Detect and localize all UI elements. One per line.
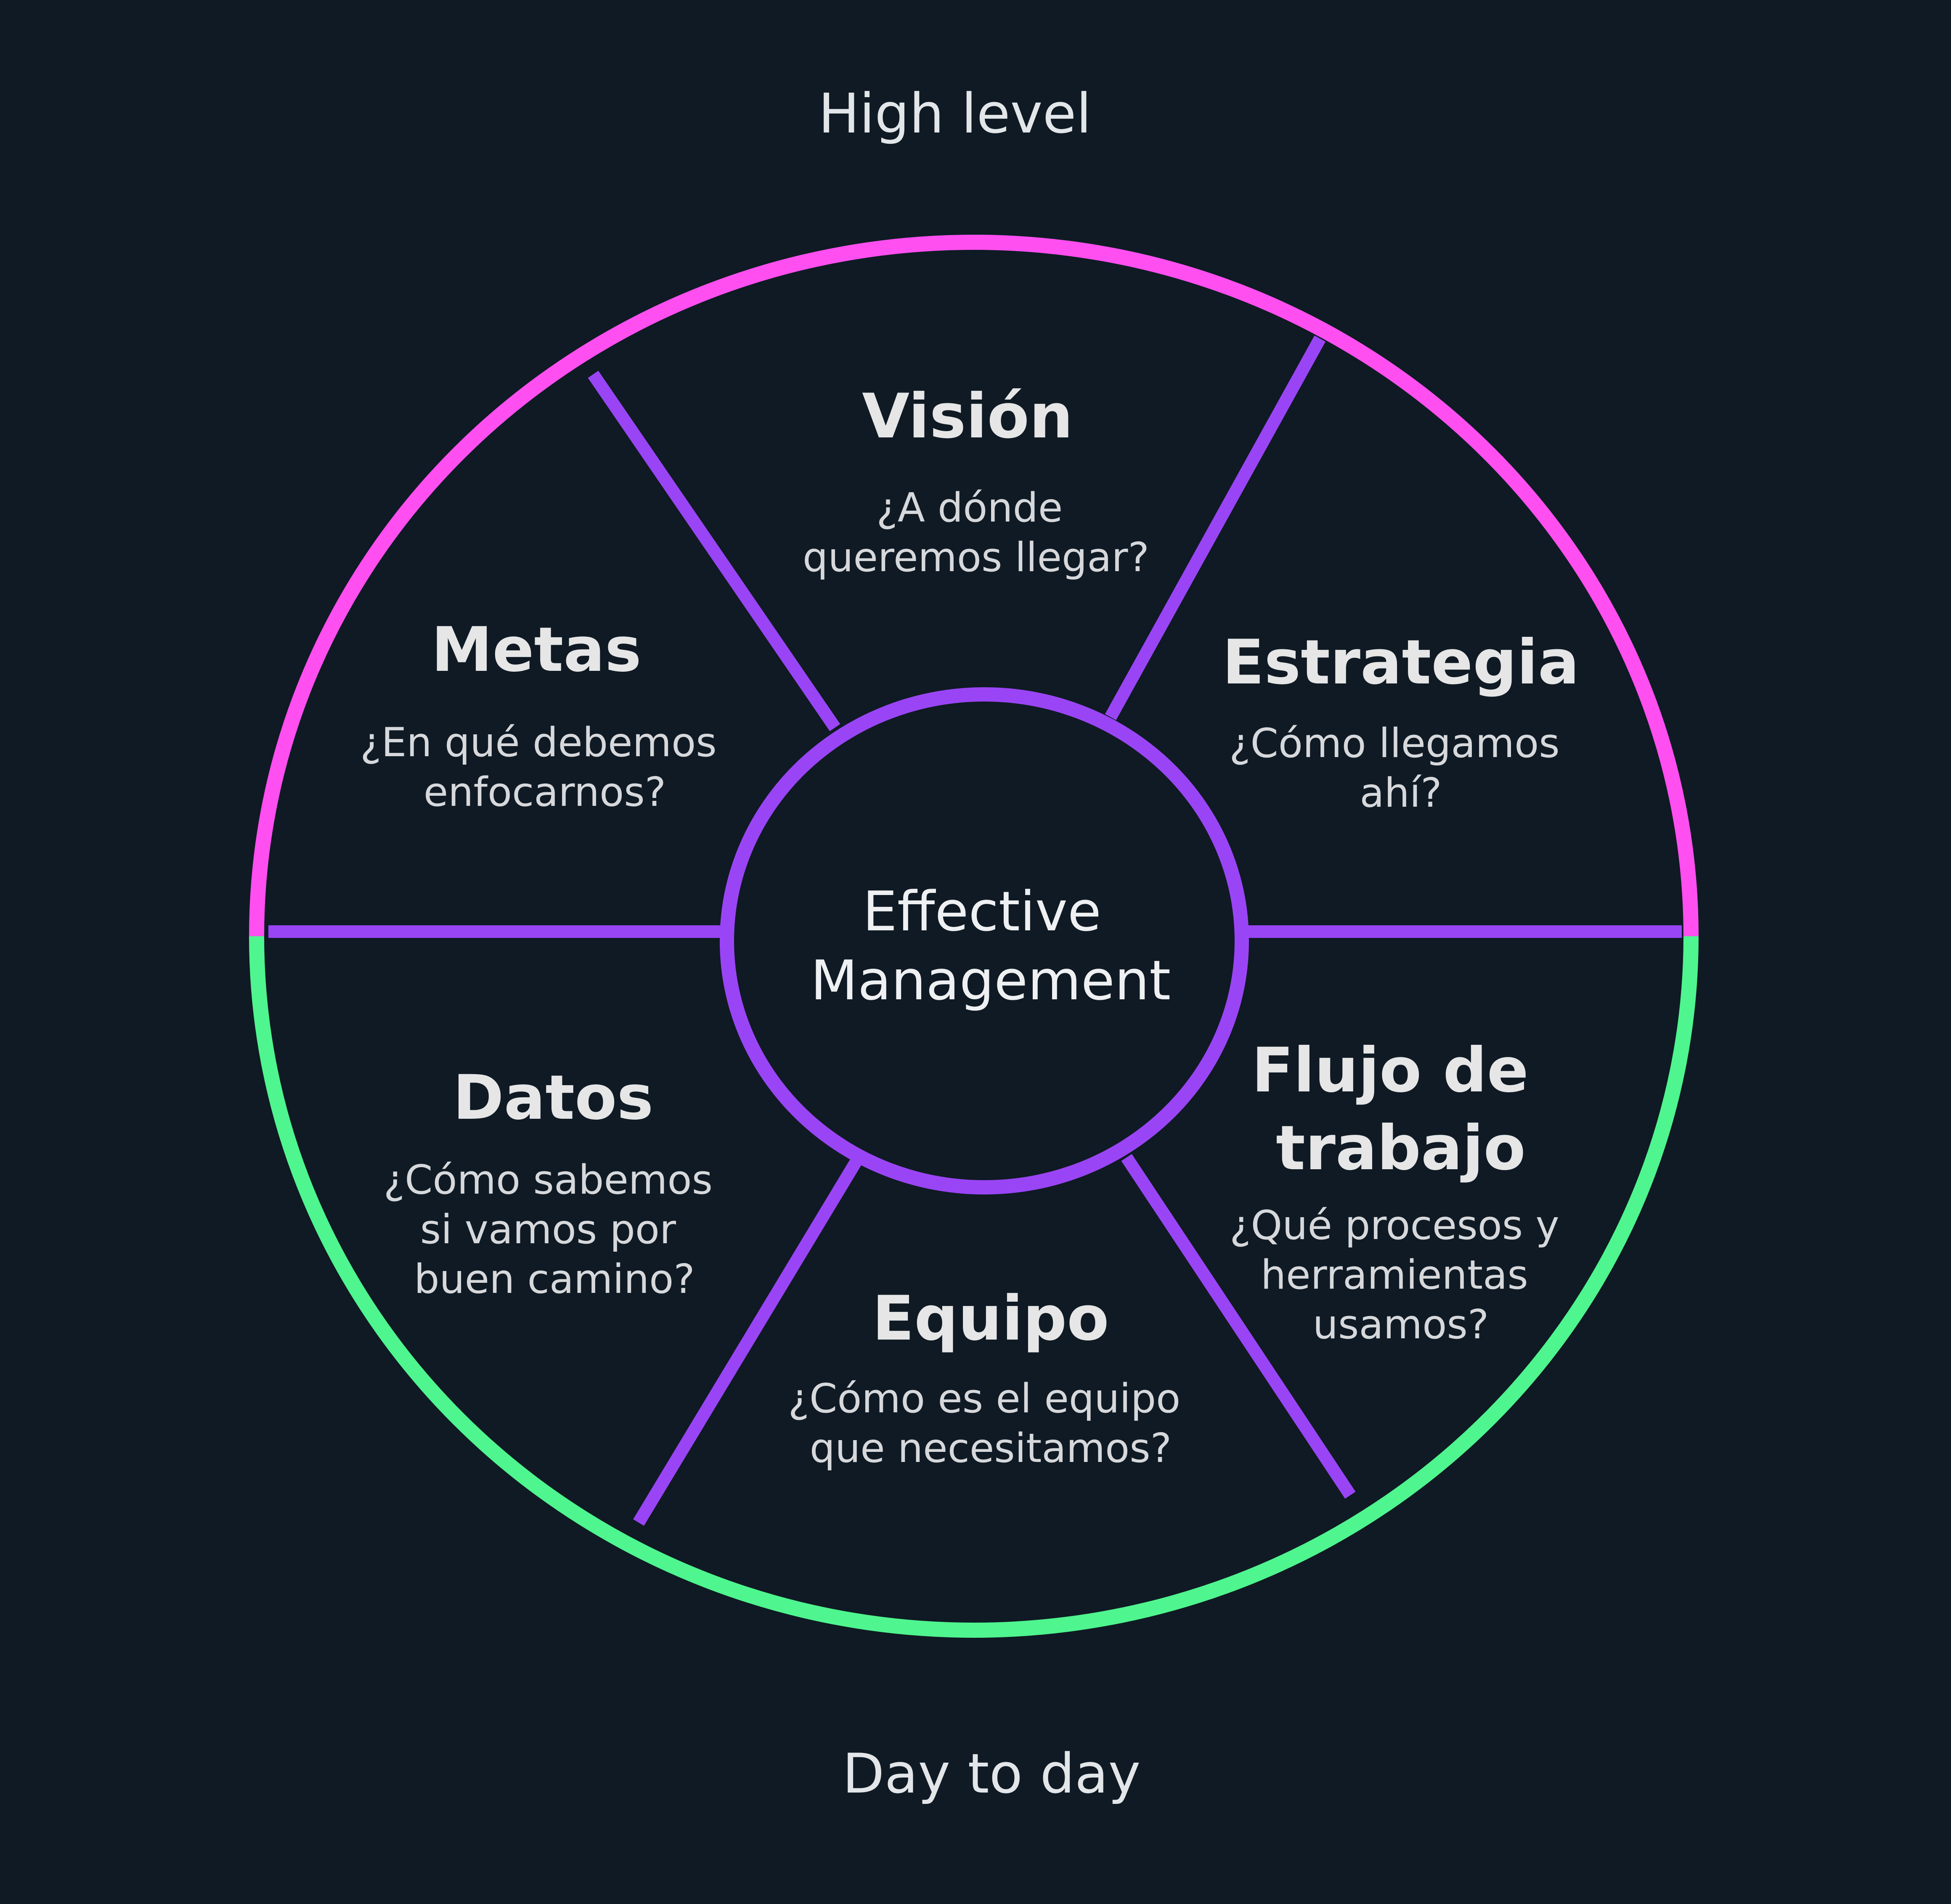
flujo-title-line-1: Flujo de — [1251, 1035, 1528, 1106]
datos-question-line-3: buen camino? — [414, 1256, 695, 1303]
estrategia-question: ¿Cómo llegamos ahí? — [1229, 720, 1572, 816]
center-label: Effective Management — [811, 879, 1171, 1012]
day-to-day-label: Day to day — [843, 1742, 1141, 1806]
outer-ring-bottom-arc — [249, 936, 1699, 1638]
segment-vision: Visión ¿A dónde queremos llegar? — [803, 381, 1149, 581]
datos-question-line-2: si vamos por — [420, 1207, 676, 1253]
vision-question-line-1: ¿A dónde — [876, 485, 1063, 531]
equipo-title: Equipo — [872, 1283, 1109, 1354]
segment-flujo-de-trabajo: Flujo de trabajo ¿Qué procesos y herrami… — [1230, 1035, 1572, 1348]
segment-datos: Datos ¿Cómo sabemos si vamos por buen ca… — [384, 1062, 726, 1303]
spoke-metas-vision — [588, 371, 840, 731]
datos-title: Datos — [453, 1062, 654, 1133]
estrategia-title: Estrategia — [1222, 627, 1580, 698]
spoke-equipo-flujo — [1121, 1154, 1356, 1499]
spoke-vision-estrategia — [1105, 335, 1326, 720]
flujo-question-line-1: ¿Qué procesos y — [1230, 1202, 1559, 1249]
metas-title: Metas — [431, 614, 641, 686]
estrategia-question-line-1: ¿Cómo llegamos — [1229, 720, 1560, 767]
estrategia-question-line-2: ahí? — [1360, 770, 1442, 816]
equipo-question: ¿Cómo es el equipo que necesitamos? — [788, 1376, 1193, 1472]
vision-title-line-1: Visión — [862, 381, 1073, 452]
estrategia-title-line-1: Estrategia — [1222, 627, 1580, 698]
equipo-title-line-1: Equipo — [872, 1283, 1109, 1354]
segment-equipo: Equipo ¿Cómo es el equipo que necesitamo… — [788, 1283, 1193, 1472]
vision-question-line-2: queremos llegar? — [803, 535, 1149, 581]
vision-title: Visión — [862, 381, 1073, 452]
datos-question-line-1: ¿Cómo sabemos — [384, 1157, 713, 1203]
high-level-label: High level — [818, 82, 1091, 146]
flujo-question-line-3: usamos? — [1313, 1302, 1489, 1348]
center-label-line-1: Effective — [863, 879, 1101, 943]
datos-question: ¿Cómo sabemos si vamos por buen camino? — [384, 1157, 726, 1303]
datos-title-line-1: Datos — [453, 1062, 654, 1133]
metas-title-line-1: Metas — [431, 614, 641, 686]
flujo-question-line-2: herramientas — [1261, 1252, 1528, 1298]
metas-question: ¿En qué debemos enfocarnos? — [360, 720, 729, 816]
equipo-question-line-2: que necesitamos? — [810, 1425, 1172, 1472]
outer-ring-top-arc — [249, 235, 1699, 937]
spokes — [268, 335, 1682, 1526]
spoke-datos-equipo — [633, 1158, 862, 1526]
center-circle — [720, 687, 1249, 1194]
metas-question-line-2: enfocarnos? — [424, 769, 666, 816]
equipo-question-line-1: ¿Cómo es el equipo — [788, 1376, 1181, 1422]
flujo-question: ¿Qué procesos y herramientas usamos? — [1230, 1202, 1572, 1348]
vision-question: ¿A dónde queremos llegar? — [803, 485, 1149, 581]
flujo-title-line-2: trabajo — [1276, 1112, 1526, 1184]
metas-question-line-1: ¿En qué debemos — [360, 720, 717, 766]
flujo-title: Flujo de trabajo — [1251, 1035, 1550, 1184]
segment-estrategia: Estrategia ¿Cómo llegamos ahí? — [1222, 627, 1580, 816]
segment-metas: Metas ¿En qué debemos enfocarnos? — [360, 614, 729, 816]
center-label-line-2: Management — [811, 948, 1171, 1012]
